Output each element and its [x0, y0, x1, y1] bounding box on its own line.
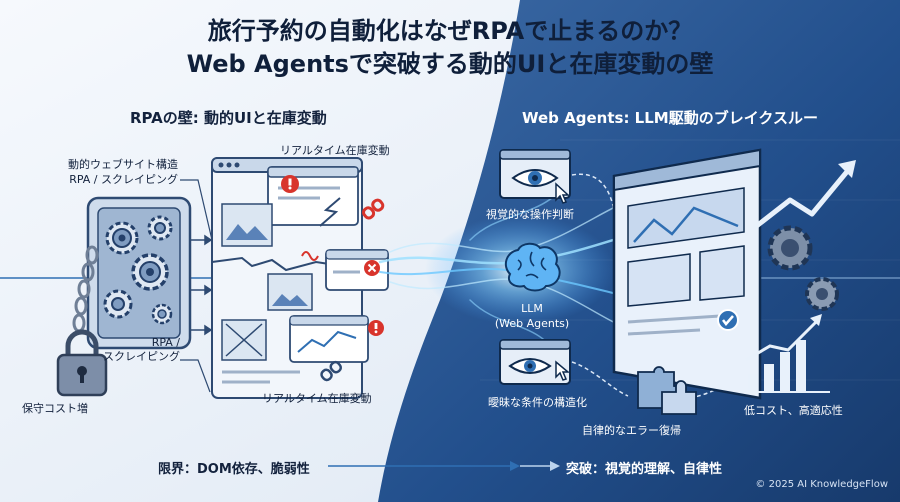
- title-line-2: Web Agentsで突破する動的UIと在庫変動の壁: [186, 50, 714, 78]
- label-visual-judgment: 視覚的な操作判断: [486, 208, 574, 221]
- label-low-cost: 低コスト、高適応性: [744, 404, 843, 417]
- label-maintenance-cost: 保守コスト増: [22, 402, 88, 415]
- label-llm: LLM: [521, 302, 543, 315]
- label-dynamic-site: 動的ウェブサイト構造: [68, 158, 178, 171]
- label-rpa-scraping-1: RPA / スクレイピング: [69, 173, 178, 186]
- right-section-heading: Web Agents: LLM駆動のブレイクスルー: [522, 109, 818, 127]
- left-section-heading: RPAの壁: 動的UIと在庫変動: [130, 109, 327, 127]
- label-realtime-top: リアルタイム在庫変動: [280, 144, 390, 157]
- label-scraping-2: スクレイピング: [103, 350, 180, 363]
- left-footer: 限界：DOM依存、脆弱性: [158, 462, 310, 477]
- right-footer: 突破：視覚的理解、自律性: [566, 462, 723, 477]
- copyright: © 2025 AI KnowledgeFlow: [755, 479, 888, 490]
- label-ambiguous-structuring: 曖昧な条件の構造化: [488, 396, 587, 409]
- label-realtime-bottom: リアルタイム在庫変動: [262, 392, 372, 405]
- label-rpa-2: RPA /: [151, 336, 180, 349]
- label-web-agents: (Web Agents): [494, 317, 570, 330]
- title-line-1: 旅行予約の自動化はなぜRPAで止まるのか？: [207, 17, 693, 45]
- label-autonomous-recovery: 自律的なエラー復帰: [582, 424, 681, 437]
